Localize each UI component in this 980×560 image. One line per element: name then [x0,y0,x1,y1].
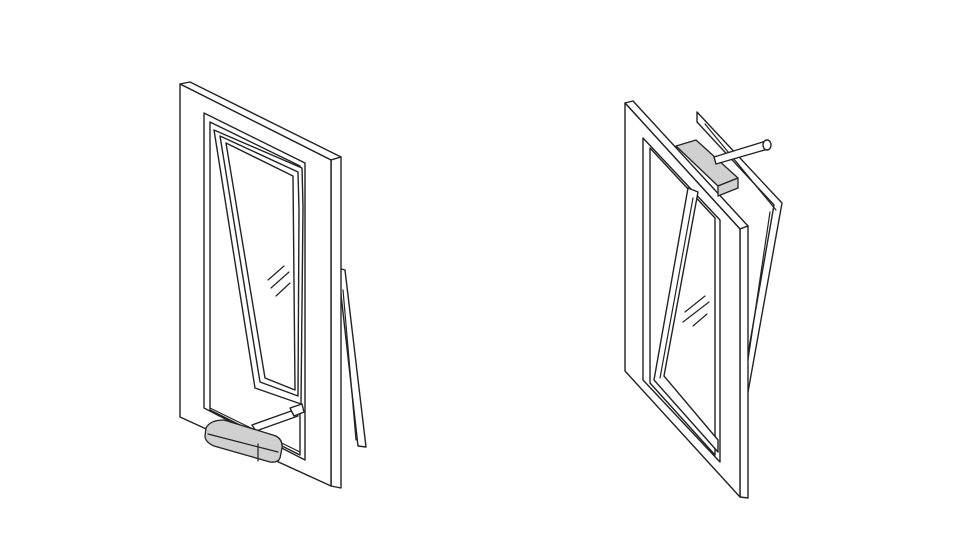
awning-sash [209,129,304,453]
awning-sash-outer-edge [337,267,367,448]
awning-window [179,81,367,489]
rod-operator-housing [675,139,739,197]
rod-operator-shaft [713,139,772,165]
hopper-window [624,100,783,499]
hopper-sash [653,187,719,453]
glass-reflection-icon [682,295,710,327]
glass-reflection-icon [267,265,291,297]
crank-operator-housing [204,419,283,463]
